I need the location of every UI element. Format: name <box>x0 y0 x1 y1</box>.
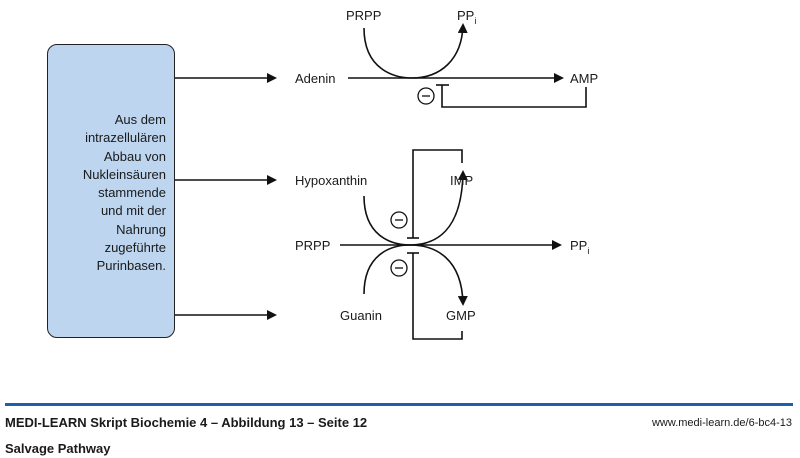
source-line: Abbau von <box>103 148 166 164</box>
gmp-feedback-line <box>412 253 463 340</box>
source-line: intrazellulären <box>85 130 166 146</box>
imp-label: IMP <box>450 173 473 188</box>
ppi-label: PPi <box>457 8 476 26</box>
prpp-ppi-arc <box>363 23 468 79</box>
guanin-gmp-arc <box>363 244 468 306</box>
prpp-label-2: PRPP <box>295 238 330 253</box>
footer-rule <box>5 403 793 406</box>
inhibition-circle <box>390 211 408 229</box>
imp-feedback-line <box>412 149 463 238</box>
amp-feedback-line <box>441 85 587 108</box>
ppi-label-2: PPi <box>570 238 589 256</box>
guanin-label: Guanin <box>340 308 382 323</box>
footer-title: MEDI-LEARN Skript Biochemie 4 – Abbildun… <box>5 415 368 430</box>
footer-subtitle: Salvage Pathway <box>5 441 111 456</box>
adenin-label: Adenin <box>295 71 335 86</box>
source-line: Aus dem <box>114 112 166 127</box>
hypoxanthin-label: Hypoxanthin <box>295 173 367 188</box>
inhibition-circle <box>417 87 435 105</box>
pathway-diagram: Adenin PRPP PPi AMP Hypoxanthin IMP PRPP… <box>175 8 598 340</box>
source-box-text: Aus dem intrazellulären Abbau von Nuklei… <box>83 111 166 276</box>
source-line: zugeführte <box>104 240 166 256</box>
source-line: Nahrung <box>116 221 166 237</box>
source-box: Aus dem intrazellulären Abbau von Nuklei… <box>47 44 175 338</box>
source-line: stammende <box>98 185 166 201</box>
source-line: und mit der <box>100 203 166 219</box>
prpp-label: PRPP <box>346 8 381 23</box>
amp-label: AMP <box>570 71 598 86</box>
source-line: Nukleinsäuren <box>82 166 166 182</box>
inhibition-circle <box>390 259 408 277</box>
footer-url[interactable]: www.medi-learn.de/6-bc4-13 <box>651 417 792 429</box>
source-line: Purinbasen. <box>96 258 166 274</box>
gmp-label: GMP <box>446 308 476 323</box>
